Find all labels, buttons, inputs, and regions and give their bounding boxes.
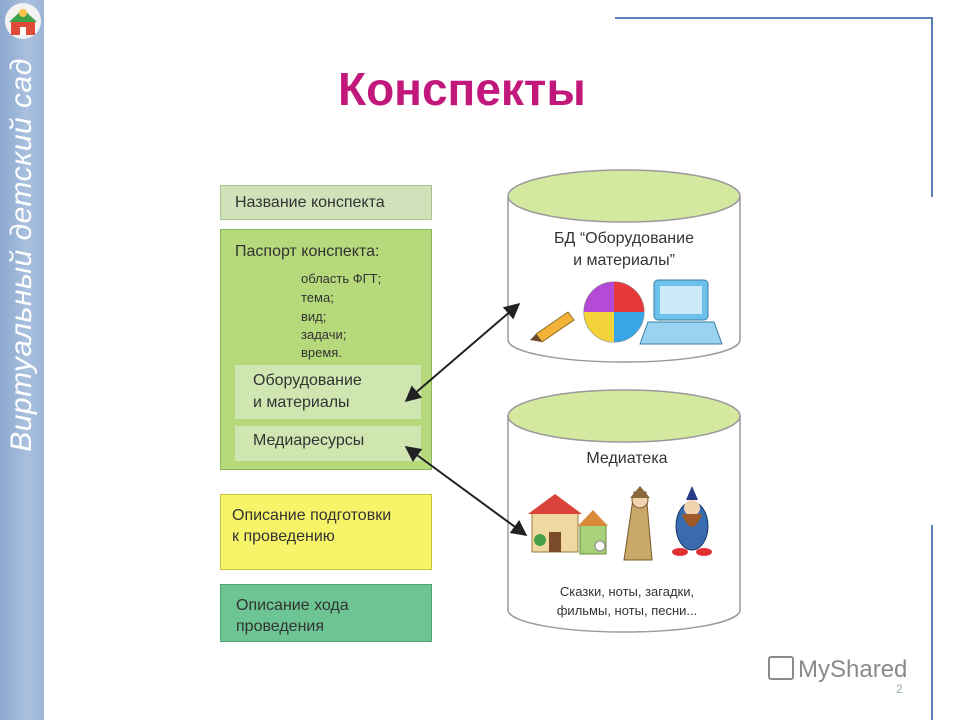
passport-item: область ФГТ; xyxy=(301,271,382,286)
passport-title: Паспорт конспекта: xyxy=(235,243,380,260)
preparation-line1: Описание подготовки xyxy=(232,507,392,524)
passport-item: задачи; xyxy=(301,327,347,342)
sidebar: Виртуальный детский сад xyxy=(0,0,44,720)
course-line1: Описание хода xyxy=(236,597,349,614)
watermark-text: MyShared xyxy=(798,656,908,683)
media-box: Медиаресурсы xyxy=(235,426,421,461)
media-box-label: Медиаресурсы xyxy=(253,432,365,449)
equipment-line1: Оборудование xyxy=(253,372,362,389)
fairy-tale-house-icon xyxy=(528,494,582,553)
equipment-db-label: БД “Оборудование и материалы” xyxy=(510,228,738,272)
equipment-box: Оборудование и материалы xyxy=(235,365,421,419)
gnome-character-icon xyxy=(672,486,712,556)
watermark: MyShared xyxy=(768,656,907,684)
ball-icon xyxy=(583,281,645,343)
wizard-character-icon xyxy=(623,486,653,561)
mediateka-title: Медиатека xyxy=(586,450,668,467)
course-box: Описание хода проведения xyxy=(220,584,432,642)
frame-line-right-bottom xyxy=(931,525,933,720)
frame-line-top xyxy=(615,17,933,19)
preparation-box: Описание подготовки к проведению xyxy=(220,494,432,570)
passport-item: время. xyxy=(301,345,342,360)
course-line2: проведения xyxy=(236,618,324,635)
pencil-icon xyxy=(530,311,575,343)
course-box-label: Описание хода проведения xyxy=(236,595,349,637)
laptop-icon xyxy=(639,279,723,345)
mediateka-caption-line1: Сказки, ноты, загадки, xyxy=(559,584,695,599)
equipment-box-label: Оборудование и материалы xyxy=(253,370,362,414)
mediateka-caption: Сказки, ноты, загадки, фильмы, ноты, пес… xyxy=(510,582,744,620)
preparation-line2: к проведению xyxy=(232,528,335,545)
passport-item: тема; xyxy=(301,290,334,305)
arrow-equipment-link xyxy=(404,302,521,403)
equipment-line2: и материалы xyxy=(253,394,350,411)
preparation-box-label: Описание подготовки к проведению xyxy=(232,505,391,547)
name-box-label: Название конспекта xyxy=(235,194,385,211)
page-number: 2 xyxy=(896,682,903,696)
name-box: Название конспекта xyxy=(220,185,432,220)
passport-item: вид; xyxy=(301,309,327,324)
page-title: Конспекты xyxy=(338,63,586,115)
fairy-tale-scene-icon xyxy=(578,510,608,555)
watermark-logo-icon xyxy=(768,656,794,680)
mediateka-cylinder xyxy=(507,389,741,633)
frame-line-right-top xyxy=(931,17,933,197)
equipment-db-line2: и материалы” xyxy=(573,252,675,269)
equipment-db-line1: БД “Оборудование xyxy=(554,230,694,247)
mediateka-caption-line2: фильмы, ноты, песни... xyxy=(556,603,698,618)
kindergarten-logo-icon xyxy=(5,3,41,39)
arrow-media-link xyxy=(404,446,528,536)
